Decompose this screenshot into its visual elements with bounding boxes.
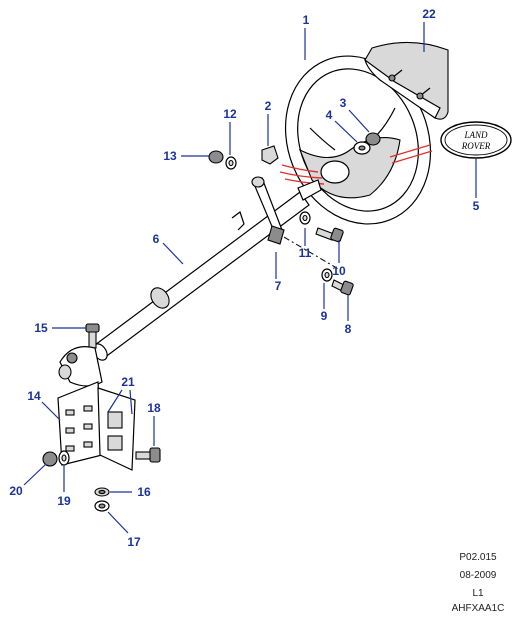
badge-text-line2: ROVER	[461, 141, 491, 151]
callout-11: 11	[299, 246, 312, 260]
bolt-10	[315, 227, 344, 243]
lower-column-clamp	[58, 346, 103, 387]
callout-2: 2	[265, 99, 272, 113]
callout-21: 21	[121, 375, 135, 389]
diagram-code: AHFXAA1C	[451, 603, 505, 614]
callout-19: 19	[57, 494, 71, 508]
steering-column-tube	[92, 179, 322, 361]
callout-12: 12	[223, 107, 237, 121]
leader-lines	[23, 22, 477, 534]
wheel-nut-and-washer	[353, 132, 381, 155]
washer-11	[299, 211, 311, 225]
callout-17: 17	[127, 535, 141, 549]
steering-wheel	[284, 55, 432, 225]
callout-8: 8	[345, 322, 352, 336]
callout-1: 1	[303, 13, 310, 27]
clip	[261, 145, 279, 165]
axis-centerline	[271, 229, 341, 271]
nut-20-washer-19	[42, 450, 70, 467]
diagram-date: 08-2009	[459, 570, 497, 581]
nut-13-washer-12	[208, 150, 237, 170]
mounting-bracket	[57, 381, 136, 471]
land-rover-badge: LAND ROVER	[440, 121, 512, 159]
diagram-level: L1	[472, 588, 484, 599]
callout-10: 10	[332, 264, 346, 278]
badge-text-line1: LAND	[463, 130, 488, 140]
switch-lever	[251, 176, 285, 245]
insertion-marks	[279, 144, 433, 185]
callout-9: 9	[321, 309, 328, 323]
callout-7: 7	[275, 279, 282, 293]
callout-labels: 1 2 3 4 5 6 7 8 9 10 11 12 13 14 15 16 1…	[9, 7, 479, 549]
washer-9	[321, 268, 333, 282]
bolt-8	[331, 279, 354, 296]
callout-3: 3	[340, 96, 347, 110]
callout-6: 6	[153, 232, 160, 246]
callout-5: 5	[473, 199, 480, 213]
horn-pad	[363, 41, 449, 120]
callout-18: 18	[147, 401, 161, 415]
diagram-reference: P02.015	[459, 552, 497, 563]
callout-14: 14	[27, 389, 41, 403]
callout-22: 22	[422, 7, 436, 21]
callout-15: 15	[34, 321, 48, 335]
bolt-18	[135, 447, 161, 463]
callout-20: 20	[9, 484, 23, 498]
callout-16: 16	[137, 485, 151, 499]
washer-16-nut-17	[94, 487, 110, 512]
callout-13: 13	[163, 149, 177, 163]
callout-4: 4	[326, 108, 333, 122]
